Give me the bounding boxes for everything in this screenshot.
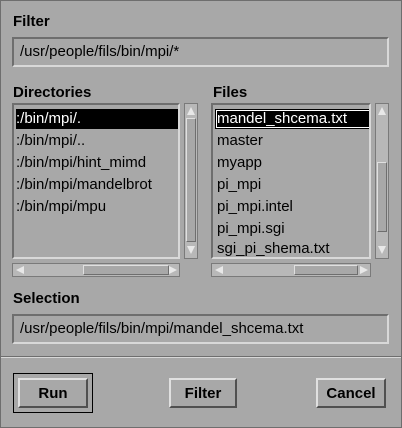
selection-input[interactable]: /usr/people/fils/bin/mpi/mandel_shcema.t… (12, 314, 389, 344)
file-item[interactable]: sgi_pi_shema.txt (217, 240, 330, 257)
file-item[interactable]: myapp (217, 154, 263, 171)
file-item[interactable]: pi_mpi (217, 176, 262, 193)
arrow-up-icon[interactable] (378, 107, 386, 115)
directories-list[interactable]: :/bin/mpi/. :/bin/mpi/.. :/bin/mpi/hint_… (12, 103, 180, 259)
arrow-up-icon[interactable] (187, 107, 195, 115)
directory-item[interactable]: :/bin/mpi/hint_mimd (16, 154, 147, 171)
filter-button[interactable]: Filter (169, 378, 237, 408)
file-item[interactable]: master (217, 132, 263, 149)
files-vscroll-thumb[interactable] (377, 162, 387, 232)
arrow-left-icon[interactable] (16, 266, 24, 274)
directory-item[interactable]: :/bin/mpi/mpu (16, 198, 107, 215)
default-button-ring (13, 373, 93, 413)
arrow-right-icon[interactable] (169, 266, 177, 274)
directories-vscroll-thumb[interactable] (186, 118, 196, 242)
files-vscrollbar[interactable] (375, 103, 389, 259)
directories-vscrollbar[interactable] (184, 103, 198, 259)
cancel-button[interactable]: Cancel (316, 378, 386, 408)
arrow-down-icon[interactable] (378, 246, 386, 254)
run-button[interactable]: Run (18, 378, 88, 408)
directory-item[interactable]: :/bin/mpi/. (16, 109, 178, 129)
arrow-right-icon[interactable] (360, 266, 368, 274)
filter-input[interactable]: /usr/people/fils/bin/mpi/* (12, 37, 389, 67)
file-item[interactable]: pi_mpi.intel (217, 198, 293, 215)
separator (1, 356, 401, 358)
directories-label: Directories (13, 84, 92, 101)
directories-hscroll-thumb[interactable] (83, 265, 169, 275)
selection-label: Selection (13, 290, 80, 307)
filter-label: Filter (13, 13, 50, 30)
directory-item[interactable]: :/bin/mpi/.. (16, 132, 86, 149)
files-list[interactable]: mandel_shcema.txt master myapp pi_mpi pi… (211, 103, 371, 259)
directory-item[interactable]: :/bin/mpi/mandelbrot (16, 176, 152, 193)
file-item[interactable]: pi_mpi.sgi (217, 220, 285, 237)
files-hscroll-thumb[interactable] (294, 265, 358, 275)
directories-hscrollbar[interactable] (12, 263, 180, 277)
arrow-left-icon[interactable] (215, 266, 223, 274)
file-item[interactable]: mandel_shcema.txt (215, 109, 369, 129)
arrow-down-icon[interactable] (187, 246, 195, 254)
files-label: Files (213, 84, 248, 101)
files-hscrollbar[interactable] (211, 263, 371, 277)
